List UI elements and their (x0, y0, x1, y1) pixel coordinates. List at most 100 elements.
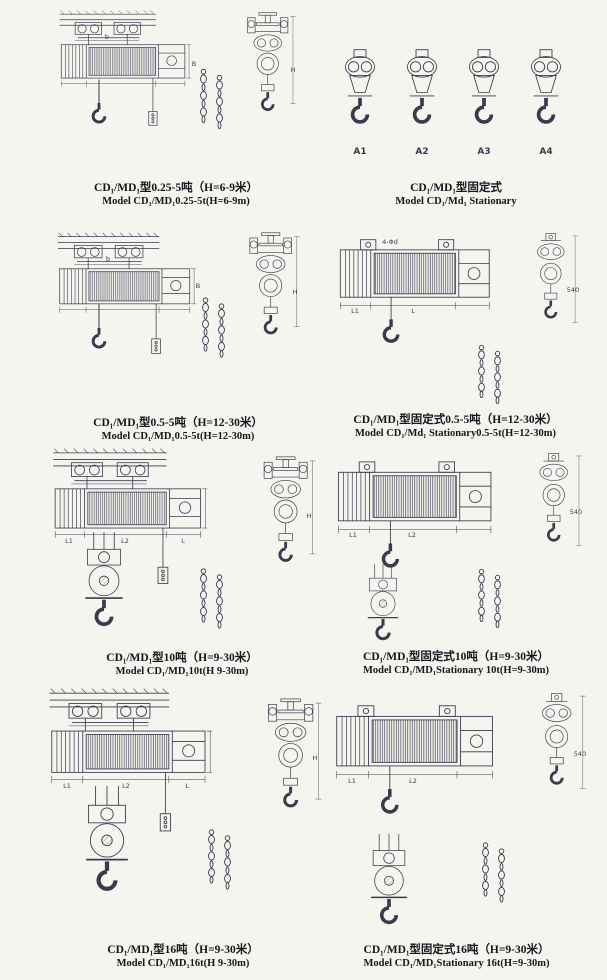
trolley-hoist-side-view (49, 688, 213, 832)
trolley-hoist-side-view (53, 448, 208, 584)
caption-en: Model CD₁/MD₁Stationary 16t(H=9-30m) (363, 958, 550, 970)
drawing-stationary-hoist-10t: L1 L2 540 (326, 452, 582, 647)
caption-cn: CD₁/MD₁型0.5-5吨（H=12-30米） (93, 417, 263, 429)
hoist-front-view (250, 233, 300, 335)
caption-en: Model CD₁/MD₁16t(H 9-30m) (116, 958, 250, 970)
trolley-hoist-side-view (57, 232, 196, 354)
dim-label-H: H (307, 512, 312, 520)
caption-cn: CD₁/MD₁型16吨（H=9-30米） (107, 944, 259, 956)
panel-caption: CD₁/MD₁型10吨（H=9-30米） Model CD₁/MD₁10t(H … (106, 651, 257, 679)
caption-en: Model CD₁/Md₁ Stationary0.5-5t(H=12-30m) (355, 428, 556, 440)
panel-trolley-16t: L1 L2 L H CD₁/MD₁型16吨（H=9-30米） Model CD₁… (38, 688, 328, 971)
unit-label-a4: A4 (539, 147, 552, 157)
panel-caption: CD₁/MD₁型16吨（H=9-30米） Model CD₁/MD₁16t(H … (107, 943, 258, 971)
drawing-trolley-hoist-05-5t: b B H (57, 228, 308, 358)
unit-label-a1: A1 (353, 147, 366, 157)
chain-figure (216, 574, 223, 629)
dim-label-H: H (293, 288, 298, 296)
panel-caption: CD₁/MD₁型固定式16吨（H=9-30米） Model CD₁/MD₁Sta… (363, 943, 549, 971)
drawing-stationary-hoist-05-5t: 4-Φd L1 L 540 (328, 232, 579, 404)
dim-label-L2: L2 (409, 777, 417, 785)
hoist-front-view (264, 457, 315, 562)
dim-label-L1: L1 (65, 537, 73, 545)
dim-label-b: b (105, 33, 109, 41)
stationary-hoist-side-view (337, 706, 493, 814)
pulley-unit-a2 (407, 50, 436, 124)
panel-trolley-05-5t: b B H CD₁/MD₁型0.5-5吨（H=12-30米） Model CD₁… (48, 228, 308, 444)
pulley-unit-a4 (531, 50, 560, 124)
dim-label-L1: L1 (348, 777, 356, 785)
dim-label-H: 540 (574, 750, 586, 758)
panel-stationary-16t: L1 L2 540 CD₁/MD₁型固定式16吨（H=9-30米） Model … (324, 692, 589, 971)
trolley-hoist-side-view (59, 10, 191, 126)
dim-label-H: H (313, 754, 318, 762)
chain-figure (494, 574, 501, 628)
caption-en: Model CD₁/MD₁Stationary 10t(H=9-30m) (362, 665, 550, 677)
chain-figure (202, 297, 209, 352)
caption-cn: CD₁/MD₁型10吨（H=9-30米） (106, 652, 258, 664)
hoist-front-view (540, 453, 582, 545)
chain-figure (478, 344, 485, 398)
chain-figure (200, 68, 207, 123)
chain-figure (208, 829, 215, 884)
dim-label-H: H (291, 66, 296, 74)
dim-label-L1: L1 (349, 531, 357, 539)
caption-cn: CD₁/MD₁型0.25-5吨（H=6-9米） (94, 182, 258, 194)
panel-caption: CD₁/MD₁型固定式0.5-5吨（H=12-30米） Model CD₁/Md… (353, 413, 557, 441)
drawing-trolley-hoist-16t: L1 L2 L H (49, 688, 328, 940)
dim-label-H: 540 (567, 286, 579, 294)
hook-block-figure (372, 834, 407, 924)
hoist-front-view (537, 233, 577, 322)
caption-en: Model CD₁/MD₁0.5-5t(H=12-30m) (101, 431, 255, 443)
drawing-stationary-hoist-16t: L1 L2 540 (324, 692, 586, 940)
hoist-front-view (248, 13, 296, 111)
caption-en: Model CD₁/Md₁ Stationary (395, 196, 517, 208)
dim-label-L1: L1 (63, 782, 71, 790)
dim-label-L: L (185, 782, 189, 790)
hoist-front-view (542, 693, 585, 788)
caption-en: Model CD₁/MD₁10t(H 9-30m) (115, 666, 249, 678)
dim-label-L1: L1 (351, 307, 359, 315)
chain-figure (216, 74, 223, 129)
dim-label-b: b (106, 255, 110, 263)
stationary-hoist-side-view (338, 462, 491, 568)
drawing-stationary-variants: A1 A2 A3 A4 (330, 40, 582, 157)
panel-caption: CD₁/MD₁型0.5-5吨（H=12-30米） Model CD₁/MD₁0.… (93, 416, 263, 444)
unit-label-a2: A2 (415, 147, 428, 157)
chain-figure (224, 835, 231, 890)
stationary-hoist-side-view (340, 240, 489, 343)
dim-label-L2: L2 (122, 782, 130, 790)
hook-block-figure (87, 786, 127, 891)
panel-trolley-025-5t: b B H CD₁/MD₁型0.25-5吨（H=6-9米） Model CD₁/… (50, 8, 302, 209)
caption-cn: CD₁/MD₁型固定式 (410, 182, 502, 194)
unit-label-a3: A3 (477, 147, 490, 157)
caption-cn: CD₁/MD₁型固定式10吨（H=9-30米） (363, 651, 549, 663)
dim-label-H: 540 (570, 508, 582, 516)
panel-stationary-05-5t: 4-Φd L1 L 540 CD₁/MD₁型固定式0.5-5吨（H=12-30米… (328, 232, 583, 441)
panel-caption: CD₁/MD₁型固定式 Model CD₁/Md₁ Stationary (395, 181, 516, 209)
dim-label-B: B (192, 60, 196, 68)
chain-figure (494, 350, 501, 404)
drawing-trolley-hoist-025-5t: b B H (59, 10, 302, 129)
panel-stationary-variants: A1 A2 A3 A4 CD₁/MD₁型固定式 Model CD₁/Md₁ St… (330, 40, 582, 209)
chain-figure (482, 842, 489, 897)
chain-figure (200, 568, 207, 623)
hook-figure (91, 328, 107, 349)
hook-figure (91, 103, 107, 124)
dim-label-L2: L2 (121, 537, 129, 545)
caption-cn: CD₁/MD₁型固定式0.5-5吨（H=12-30米） (353, 414, 558, 426)
hook-block-figure (368, 564, 397, 640)
dim-label-L: L (181, 537, 185, 545)
panel-caption: CD₁/MD₁型固定式10吨（H=9-30米） Model CD₁/MD₁Sta… (363, 650, 549, 678)
hook-block-figure (86, 532, 122, 626)
chain-figure (478, 568, 485, 622)
caption-en: Model CD₁/MD₁0.25-5t(H=6-9m) (102, 196, 250, 208)
caption-cn: CD₁/MD₁型固定式16吨（H=9-30米） (363, 944, 550, 956)
panel-trolley-10t: L1 L2 L H CD₁/MD₁型10吨（H=9-30米） Model CD₁… (42, 448, 322, 679)
pulley-unit-a3 (469, 50, 498, 124)
chain-figure (498, 848, 505, 903)
drawing-trolley-hoist-10t: L1 L2 L H (53, 448, 322, 629)
dim-label-B: B (196, 282, 200, 290)
dim-label-lug: 4-Φd (382, 238, 398, 246)
